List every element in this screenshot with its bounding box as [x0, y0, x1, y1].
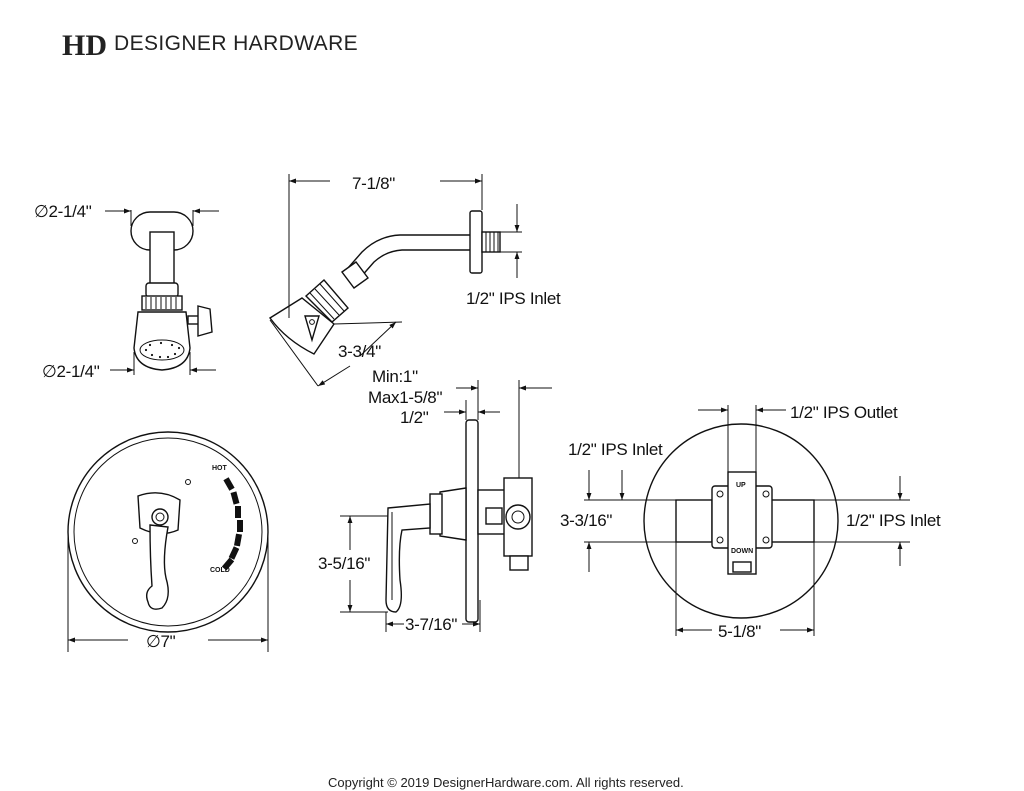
up-label: UP — [736, 482, 746, 489]
valve-min: Min:1" — [372, 367, 418, 386]
brand-name: DESIGNER HARDWARE — [114, 32, 358, 55]
spray-holes — [144, 341, 181, 359]
showerhead-top-diameter: ∅2-1/4" — [34, 202, 92, 221]
valve-back-height: 3-3/16" — [560, 511, 612, 530]
valve-back-view: UP DOWN 1/2" IPS Outlet 1/2" IPS Inlet 3… — [560, 403, 941, 641]
valve-height: 3-5/16" — [318, 554, 370, 573]
showerhead-length: 3-3/4" — [338, 342, 381, 361]
valve-inlet-right: 1/2" IPS Inlet — [846, 511, 941, 530]
shower-arm-side-view: 7-1/8" 1/2" IPS Inlet 3-3/4" — [268, 174, 561, 387]
hot-label: HOT — [212, 465, 228, 472]
showerhead-bottom-diameter: ∅2-1/4" — [42, 362, 100, 381]
valve-inlet-top: 1/2" IPS Inlet — [568, 440, 663, 459]
temperature-scale — [221, 477, 243, 571]
valve-outlet: 1/2" IPS Outlet — [790, 403, 898, 422]
cold-label: COLD — [210, 567, 230, 574]
valve-half: 1/2" — [400, 408, 429, 427]
copyright-footer: Copyright © 2019 DesignerHardware.com. A… — [328, 775, 684, 790]
valve-depth: 3-7/16" — [405, 615, 457, 634]
trim-plate-front-view: HOT COLD ∅7" — [67, 431, 269, 652]
trim-plate-diameter: ∅7" — [146, 632, 176, 651]
brand-logo: HD — [62, 29, 107, 62]
valve-back-width: 5-1/8" — [718, 622, 761, 641]
valve-side-view: Min:1" Max1-5/8" 1/2" 3-5/16" 3-7/16" — [318, 367, 552, 634]
brand-header: HD DESIGNER HARDWARE — [62, 29, 358, 62]
valve-max: Max1-5/8" — [368, 388, 442, 407]
showerhead-front-view: ∅2-1/4" ∅2-1/4" — [34, 202, 219, 381]
shower-arm-length: 7-1/8" — [352, 174, 395, 193]
down-label: DOWN — [731, 548, 753, 555]
shower-arm-inlet: 1/2" IPS Inlet — [466, 289, 561, 308]
